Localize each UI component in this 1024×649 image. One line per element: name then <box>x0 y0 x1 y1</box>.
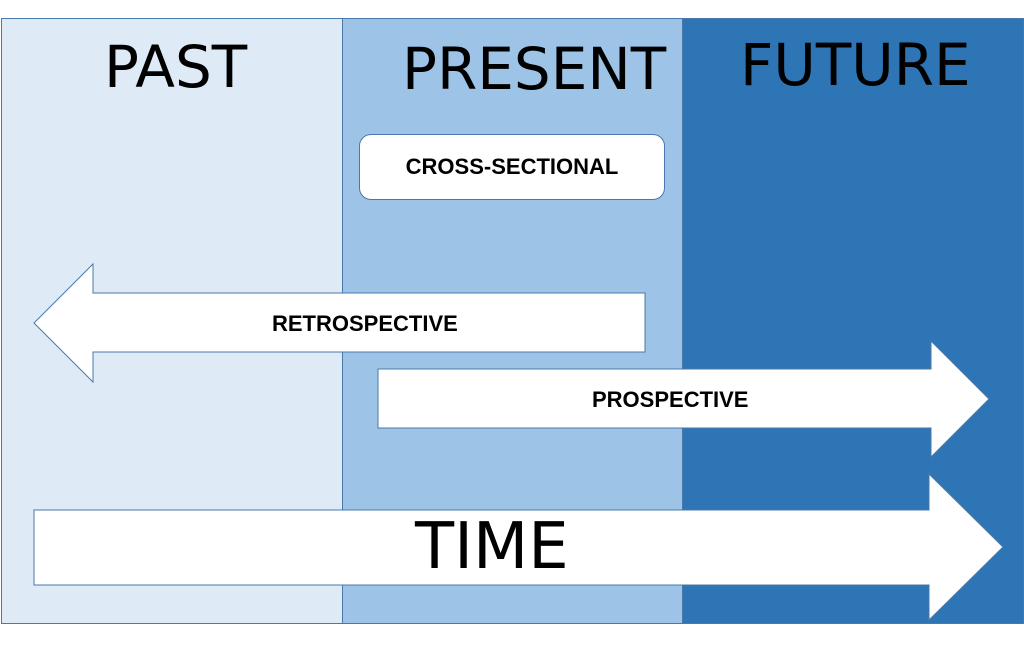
prospective-arrow <box>377 339 990 459</box>
time-label: TIME <box>415 510 569 584</box>
cross-sectional-label: CROSS-SECTIONAL <box>405 154 619 179</box>
cross-sectional-box: CROSS-SECTIONAL <box>359 134 665 200</box>
present-label: PRESENT <box>402 35 667 103</box>
retrospective-label: RETROSPECTIVE <box>272 311 458 336</box>
time-arrow <box>33 472 1004 622</box>
retrospective-arrow <box>33 262 646 384</box>
past-label: PAST <box>104 33 248 101</box>
prospective-label: PROSPECTIVE <box>592 387 749 412</box>
future-label: FUTURE <box>740 31 971 99</box>
